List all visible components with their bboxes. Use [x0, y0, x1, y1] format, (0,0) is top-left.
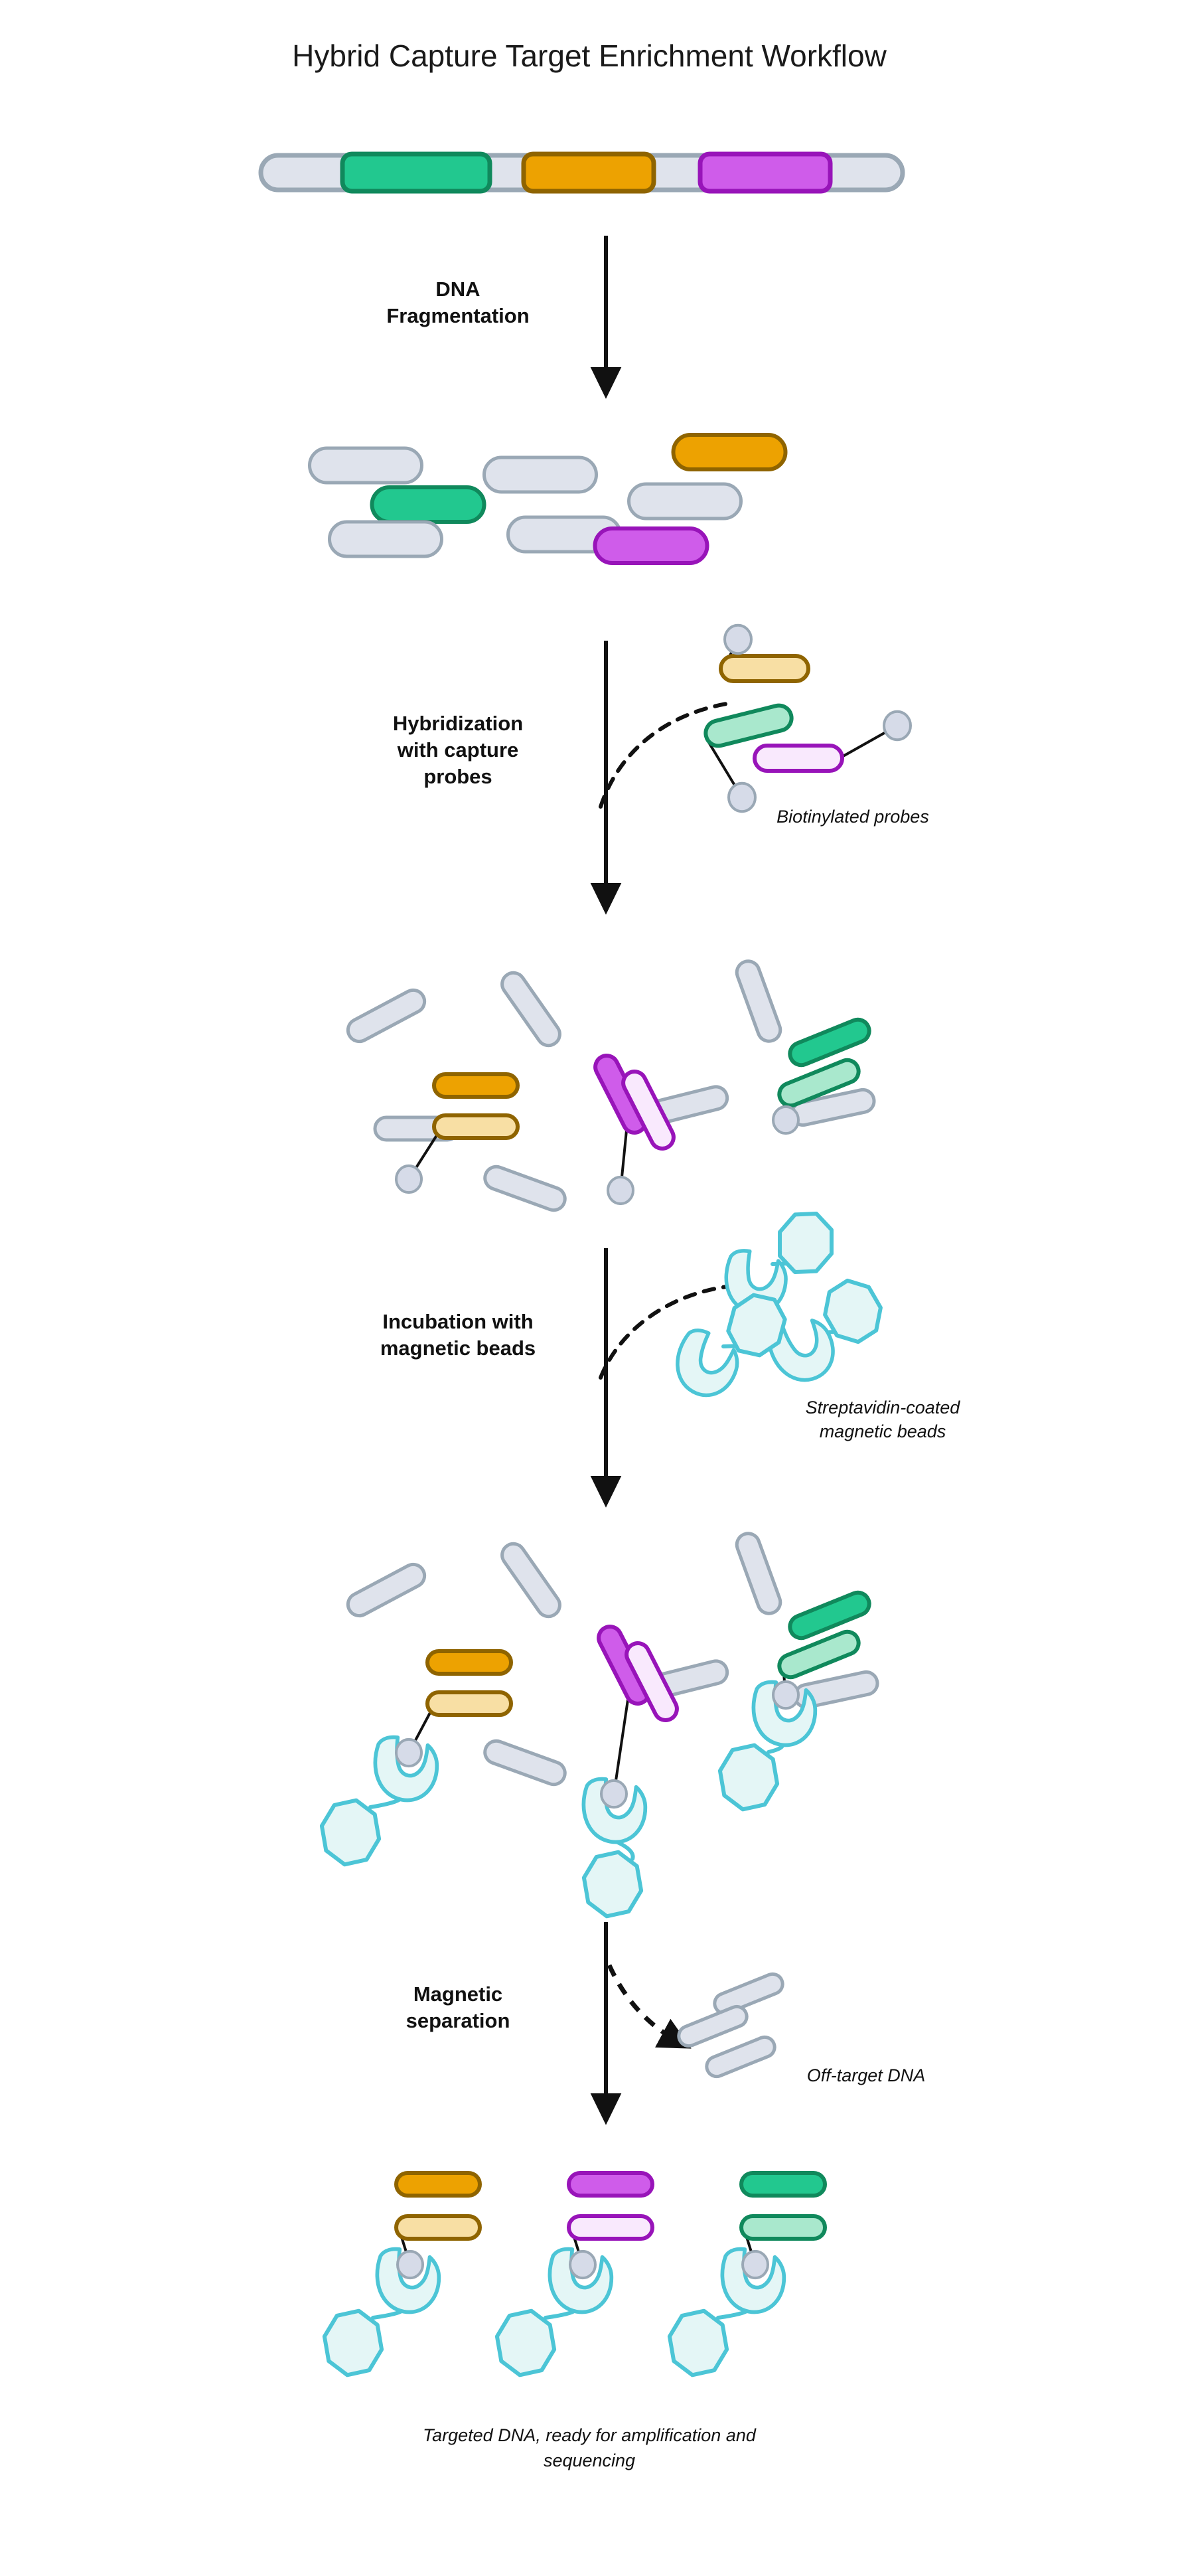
- purified-orange-target: [394, 2171, 482, 2198]
- probe-orange: [719, 654, 810, 683]
- bead-complex-orange-probe: [425, 1690, 513, 1717]
- caption-targeted-dna: Targeted DNA, ready for amplification an…: [423, 2425, 757, 2470]
- probe-purple: [753, 744, 844, 773]
- workflow-arrows: [590, 236, 729, 2125]
- biotinylated-probes-panel: [703, 623, 912, 813]
- biotin-tag: [883, 710, 912, 742]
- streptavidin-claw: [676, 1328, 739, 1398]
- complex-orange-probe: [432, 1113, 520, 1140]
- caption-off-target-dna: Off-target DNA: [807, 2065, 926, 2085]
- off-target-fragment: [500, 971, 561, 1048]
- fragment-purple: [593, 526, 709, 565]
- purified-purple-streptavidin: [548, 2247, 614, 2314]
- fragment-green: [370, 485, 486, 524]
- streptavidin-claw: [767, 1319, 835, 1382]
- purified-targets-panel: [322, 2171, 827, 2377]
- complex-orange-target: [432, 1072, 520, 1099]
- off-target-fragment: [483, 1739, 567, 1787]
- target-green: [340, 151, 492, 194]
- target-orange: [521, 151, 656, 194]
- purified-green-probe: [739, 2214, 827, 2241]
- fragment-gray: [328, 520, 443, 558]
- biotin-tag: [723, 623, 753, 655]
- page-title: Hybrid Capture Target Enrichment Workflo…: [292, 39, 887, 73]
- off-target-removed-panel: [677, 1972, 784, 2079]
- fragment-gray: [482, 455, 598, 494]
- purified-green-bead: [667, 2308, 729, 2377]
- bead-bound-complexes-panel: [319, 1532, 879, 1919]
- purified-green-target: [739, 2171, 827, 2198]
- probe-green: [703, 703, 794, 748]
- caption-biotinylated-probes: Biotinylated probes: [776, 807, 929, 827]
- bead-complex-orange-target: [425, 1649, 513, 1676]
- fragment-gray: [627, 482, 743, 521]
- complex-green-target: [788, 1017, 871, 1068]
- bead-complex-orange-streptavidin: [373, 1735, 439, 1803]
- biotin-tag: [396, 2249, 424, 2280]
- bead-complex-purple-probe: [625, 1641, 679, 1722]
- dashed-arrow-off-target: [607, 1964, 692, 2049]
- biotin-tag: [727, 781, 757, 813]
- magnetic-bead: [823, 1278, 883, 1344]
- hybridized-complexes-panel: [346, 959, 876, 1212]
- biotin-tag: [395, 1737, 423, 1768]
- dashed-connector-probes: [599, 702, 729, 809]
- target-purple: [698, 151, 833, 194]
- purified-purple-target: [567, 2171, 654, 2198]
- bead-complex-green-bead: [717, 1743, 780, 1812]
- off-target-fragment: [483, 1165, 567, 1212]
- free-magnetic-beads-panel: [676, 1212, 883, 1398]
- purified-orange-probe: [394, 2214, 482, 2241]
- removed-off-target-fragment: [713, 1972, 784, 2016]
- off-target-fragment: [346, 1562, 427, 1618]
- removed-off-target-fragment: [677, 2004, 749, 2048]
- off-target-fragment: [346, 988, 427, 1044]
- dashed-connector-beads: [599, 1285, 729, 1380]
- off-target-fragment: [735, 959, 782, 1043]
- bead-complex-purple-bead: [581, 1850, 644, 1919]
- biotin-tag: [395, 1164, 423, 1194]
- purified-purple-probe: [567, 2214, 654, 2241]
- bead-complex-green-probe: [777, 1629, 861, 1680]
- fragment-gray: [308, 446, 423, 485]
- biotin-tag: [772, 1680, 800, 1710]
- complex-purple-probe: [621, 1070, 676, 1151]
- fragmented-dna-panel: [308, 433, 788, 565]
- biotin-tag: [600, 1779, 628, 1809]
- removed-off-target-fragment: [705, 2035, 776, 2079]
- intact-genomic-dna-panel: [258, 151, 905, 194]
- magnetic-bead: [778, 1212, 834, 1274]
- magnetic-bead: [726, 1293, 787, 1358]
- fragment-orange: [671, 433, 788, 471]
- biotin-tag: [772, 1105, 800, 1135]
- purified-purple-bead: [494, 2308, 557, 2377]
- off-target-fragment: [500, 1542, 561, 1619]
- biotin-tag: [569, 2249, 597, 2280]
- bead-complex-green-target: [788, 1590, 871, 1641]
- biotin-tag: [607, 1175, 634, 1206]
- purified-orange-streptavidin: [375, 2247, 441, 2314]
- biotin-tag: [741, 2249, 769, 2280]
- off-target-fragment: [735, 1532, 782, 1615]
- purified-orange-bead: [322, 2308, 384, 2377]
- bead-complex-orange-bead: [319, 1798, 382, 1867]
- purified-green-streptavidin: [720, 2247, 786, 2314]
- complex-green-probe: [777, 1058, 861, 1108]
